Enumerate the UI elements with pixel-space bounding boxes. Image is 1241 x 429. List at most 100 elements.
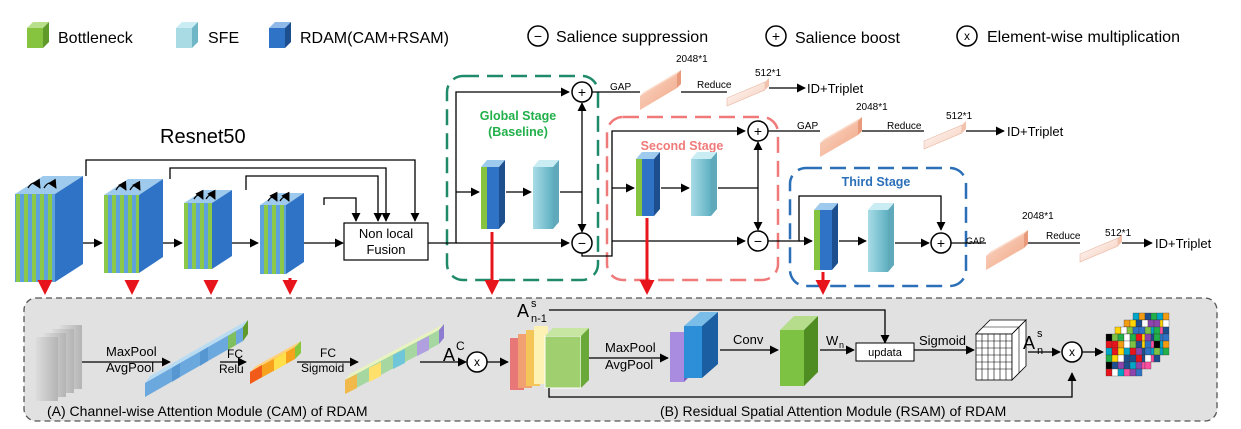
global-suppress-symbol: − [578,235,586,251]
cam-multiply-symbol: x [474,355,480,369]
second-output-label: ID+Triplet [1007,124,1064,139]
global-stage-frame [445,74,600,282]
output-cube-cell [1153,319,1161,328]
cam-fc2-label: FC [320,346,336,360]
rsam-an1-superscript: s [531,298,537,310]
third-sfe-block [868,203,894,272]
global-boost-symbol: + [578,84,586,100]
global-512-feature [726,78,769,107]
minus-legend-icon [527,25,549,47]
rsam-avgpool-label: AvgPool [605,357,653,372]
output-cube-cell [1105,347,1113,356]
second-stage-label: Second Stage [641,139,724,153]
rsam-asn-label: A [1023,333,1035,353]
output-cube-cell [1105,340,1113,349]
cam-ac-superscript: C [456,339,465,353]
rsam-asn-subscript: n [1037,345,1043,357]
rdam-detail-arrows [37,218,831,295]
plus-symbol: + [772,28,780,44]
third-rdam-block [814,203,838,270]
fusion-label-line2: Fusion [366,242,405,257]
output-cube-cell [1117,333,1125,342]
legend-rdam-label: RDAM(CAM+RSAM) [300,30,449,47]
times-legend-icon [956,25,978,47]
output-cube-cell [1153,354,1161,363]
rsam-pooled-maps [670,312,718,382]
legend-boost-label: Salience boost [795,30,901,47]
times-symbol: x [964,29,970,43]
rsam-caption: (B) Residual Spatial Attention Module (R… [660,403,1006,419]
output-cube-cell [1120,326,1128,335]
output-cube-cell [1162,347,1170,356]
rsam-multiply-symbol: x [1069,345,1075,359]
output-cube-cell [1129,333,1137,342]
backbone-connectors [83,159,420,248]
second-boost-symbol: + [754,123,762,139]
output-cube-cell [1156,312,1164,321]
rsam-wn-label: W [826,333,839,348]
global-stage-connectors [428,87,587,248]
cam-maxpool-label: MaxPool [106,344,157,359]
output-cube-cell [1123,354,1131,363]
rdam-legend-icon [269,22,291,48]
output-cube-cell [1111,361,1119,370]
rsam-residual-connector [548,372,1077,398]
second-2048-feature [820,117,862,157]
output-cube-cell [1135,347,1143,356]
global-head-connectors [592,83,806,93]
cam-ac-label: A [443,345,455,365]
output-cube-cell [1111,368,1119,377]
output-cube-cell [1129,361,1137,370]
output-cube-cell [1117,354,1125,363]
output-cube-cell [1135,340,1143,349]
global-gap-label: GAP [610,82,631,93]
third-output-label: ID+Triplet [1155,236,1212,251]
rsam-asn-superscript: s [1037,328,1043,340]
third-boost-symbol: + [937,235,945,251]
sfe-legend-icon [176,22,198,48]
output-cube-cell [1111,340,1119,349]
third-stage-frame [788,166,968,288]
third-gap-label: GAP [966,236,985,246]
output-cube-cell [1117,361,1125,370]
rsam-input-stack [510,326,589,390]
global-2048-feature [640,70,681,110]
legend-bottleneck-label: Bottleneck [58,30,134,47]
cam-attention-vector [345,324,444,394]
output-cube-cell [1144,347,1152,356]
second-sfe-block [691,152,717,216]
rsam-output-feature-cube [1105,312,1170,377]
output-cube-cell [1117,368,1125,377]
global-output-label: ID+Triplet [807,81,864,96]
output-cube-cell [1138,312,1146,321]
output-cube-cell [1129,340,1137,349]
output-cube-cell [1111,333,1119,342]
cam-fc-vector [250,341,301,384]
non-local-fusion-box [343,222,429,261]
output-cube-cell [1144,333,1152,342]
rsam-conv-label: Conv [733,332,764,347]
rsam-sigmoid-label: Sigmoid [919,333,966,348]
output-cube-cell [1162,326,1170,335]
rsam-wn-subscript: n [839,340,844,350]
output-cube-cell [1105,368,1113,377]
output-cube-cell [1111,347,1119,356]
output-cube-cell [1144,340,1152,349]
output-cube-cell [1135,368,1143,377]
output-cube-cell [1117,340,1125,349]
third-512-label: 512*1 [1105,228,1132,239]
output-cube-cell [1135,333,1143,342]
output-cube-cell [1135,361,1143,370]
second-stage-connectors [581,126,763,257]
output-cube-cell [1129,368,1137,377]
third-stage-connectors [768,195,946,248]
third-2048-label: 2048*1 [1022,211,1054,222]
cam-avgpool-label: AvgPool [106,360,154,375]
second-512-feature [923,121,966,150]
cam-pooled-vector [145,320,248,397]
legend-sfe-label: SFE [208,30,239,47]
output-cube-cell [1105,354,1113,363]
second-2048-label: 2048*1 [856,102,888,113]
cam-relu-label: Relu [219,362,244,376]
